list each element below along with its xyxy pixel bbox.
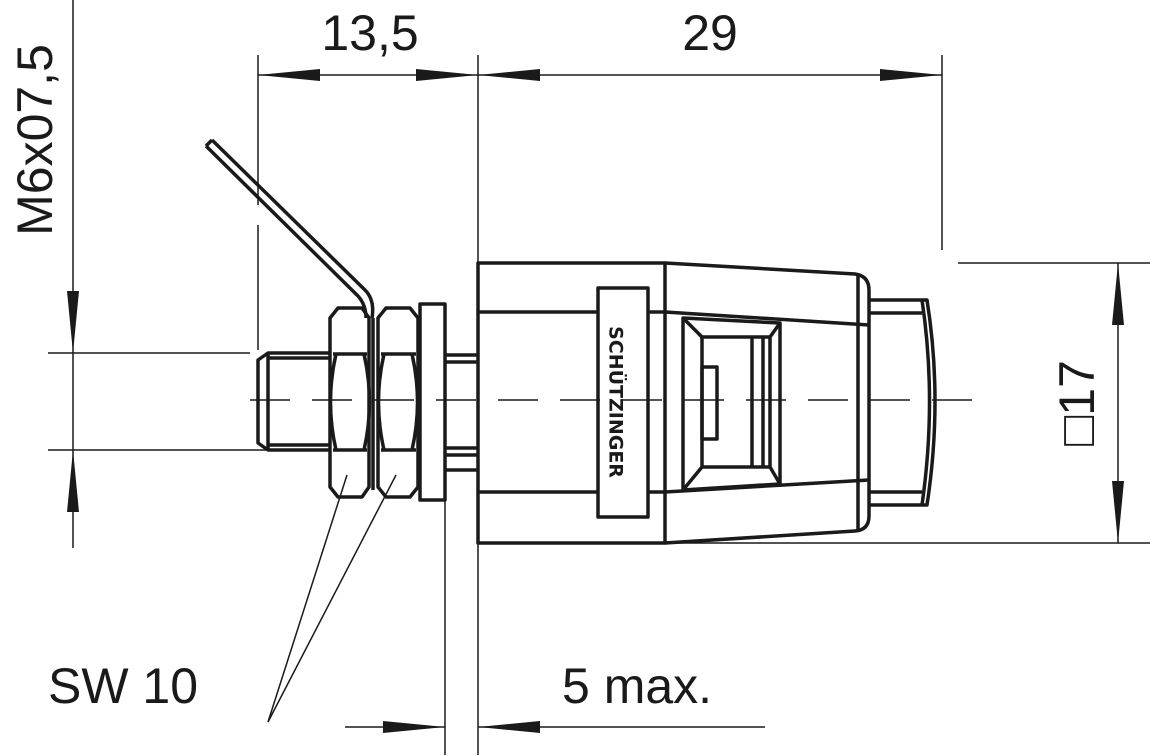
tapered-sleeve [664,261,871,545]
socket-tip [869,298,937,507]
shaft [445,353,478,472]
solder-lug [204,138,375,490]
wrench-size-callout: SW 10 [48,474,397,723]
hex-nut-1 [328,306,372,499]
square-dimension: □17 [665,262,1150,544]
dim-5-max: 5 max. [562,658,712,714]
top-dimension: 13,5 29 [257,5,943,755]
threaded-stud [256,351,330,452]
logo-plate [596,286,650,519]
panel-thickness-dimension: 5 max. [345,500,765,755]
dim-29: 29 [682,5,738,61]
dim-thread: M6x07,5 [7,44,63,236]
hex-nut-2 [376,306,420,499]
socket-body: SCHÜTZINGER [476,261,667,545]
brand-logo: SCHÜTZINGER [605,326,629,478]
dim-13-5: 13,5 [321,5,418,61]
dim-square: □17 [1049,360,1105,446]
washer [418,302,447,502]
thread-dimension: M6x07,5 [7,0,330,548]
dim-sw10: SW 10 [48,658,198,714]
